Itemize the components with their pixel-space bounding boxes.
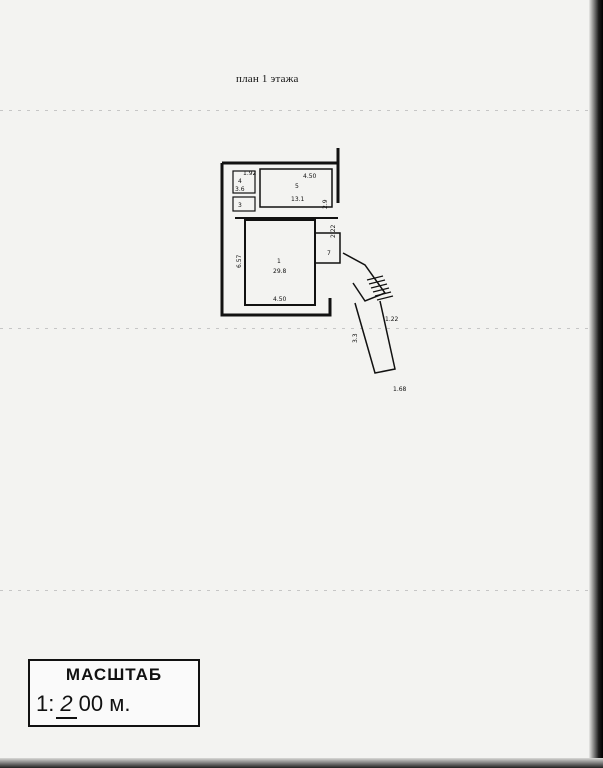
- room-area: 3.6: [235, 186, 245, 193]
- dimension-label: 2.22: [330, 224, 337, 238]
- room-number: 1: [277, 258, 281, 265]
- dimension-label: 1.22: [385, 316, 399, 323]
- floor-plan: 1 29.8 5 13.1 4 3.6 3 7 1.92 4.50 4.50 6…: [220, 148, 407, 393]
- room-area: 13.1: [291, 196, 305, 203]
- room-area: 29.8: [273, 268, 287, 275]
- dimension-label: 3.3: [352, 333, 359, 343]
- room-number: 3: [238, 202, 242, 209]
- room-number: 7: [327, 250, 331, 257]
- dimension-label: 4.50: [303, 173, 317, 180]
- scale-label: МАСШТАБ: [65, 665, 163, 684]
- scan-noise: [0, 110, 590, 111]
- scale-suffix: 00 м.: [78, 691, 131, 716]
- scan-noise: [0, 328, 590, 329]
- page-title: план 1 этажа: [236, 73, 299, 85]
- scan-border: [589, 0, 603, 768]
- scan-noise: [0, 590, 590, 591]
- room-number: 5: [295, 183, 299, 190]
- dimension-label: 1.68: [393, 386, 407, 393]
- dimension-label: 2.9: [322, 199, 329, 209]
- scale-prefix: 1:: [36, 691, 55, 716]
- scale-handwritten: 2: [56, 691, 77, 719]
- scan-border: [0, 758, 603, 768]
- dimension-label: 4.50: [273, 296, 287, 303]
- dimension-label: 1.92: [243, 170, 257, 177]
- dimension-label: 6.57: [236, 254, 243, 268]
- room-number: 4: [238, 178, 242, 185]
